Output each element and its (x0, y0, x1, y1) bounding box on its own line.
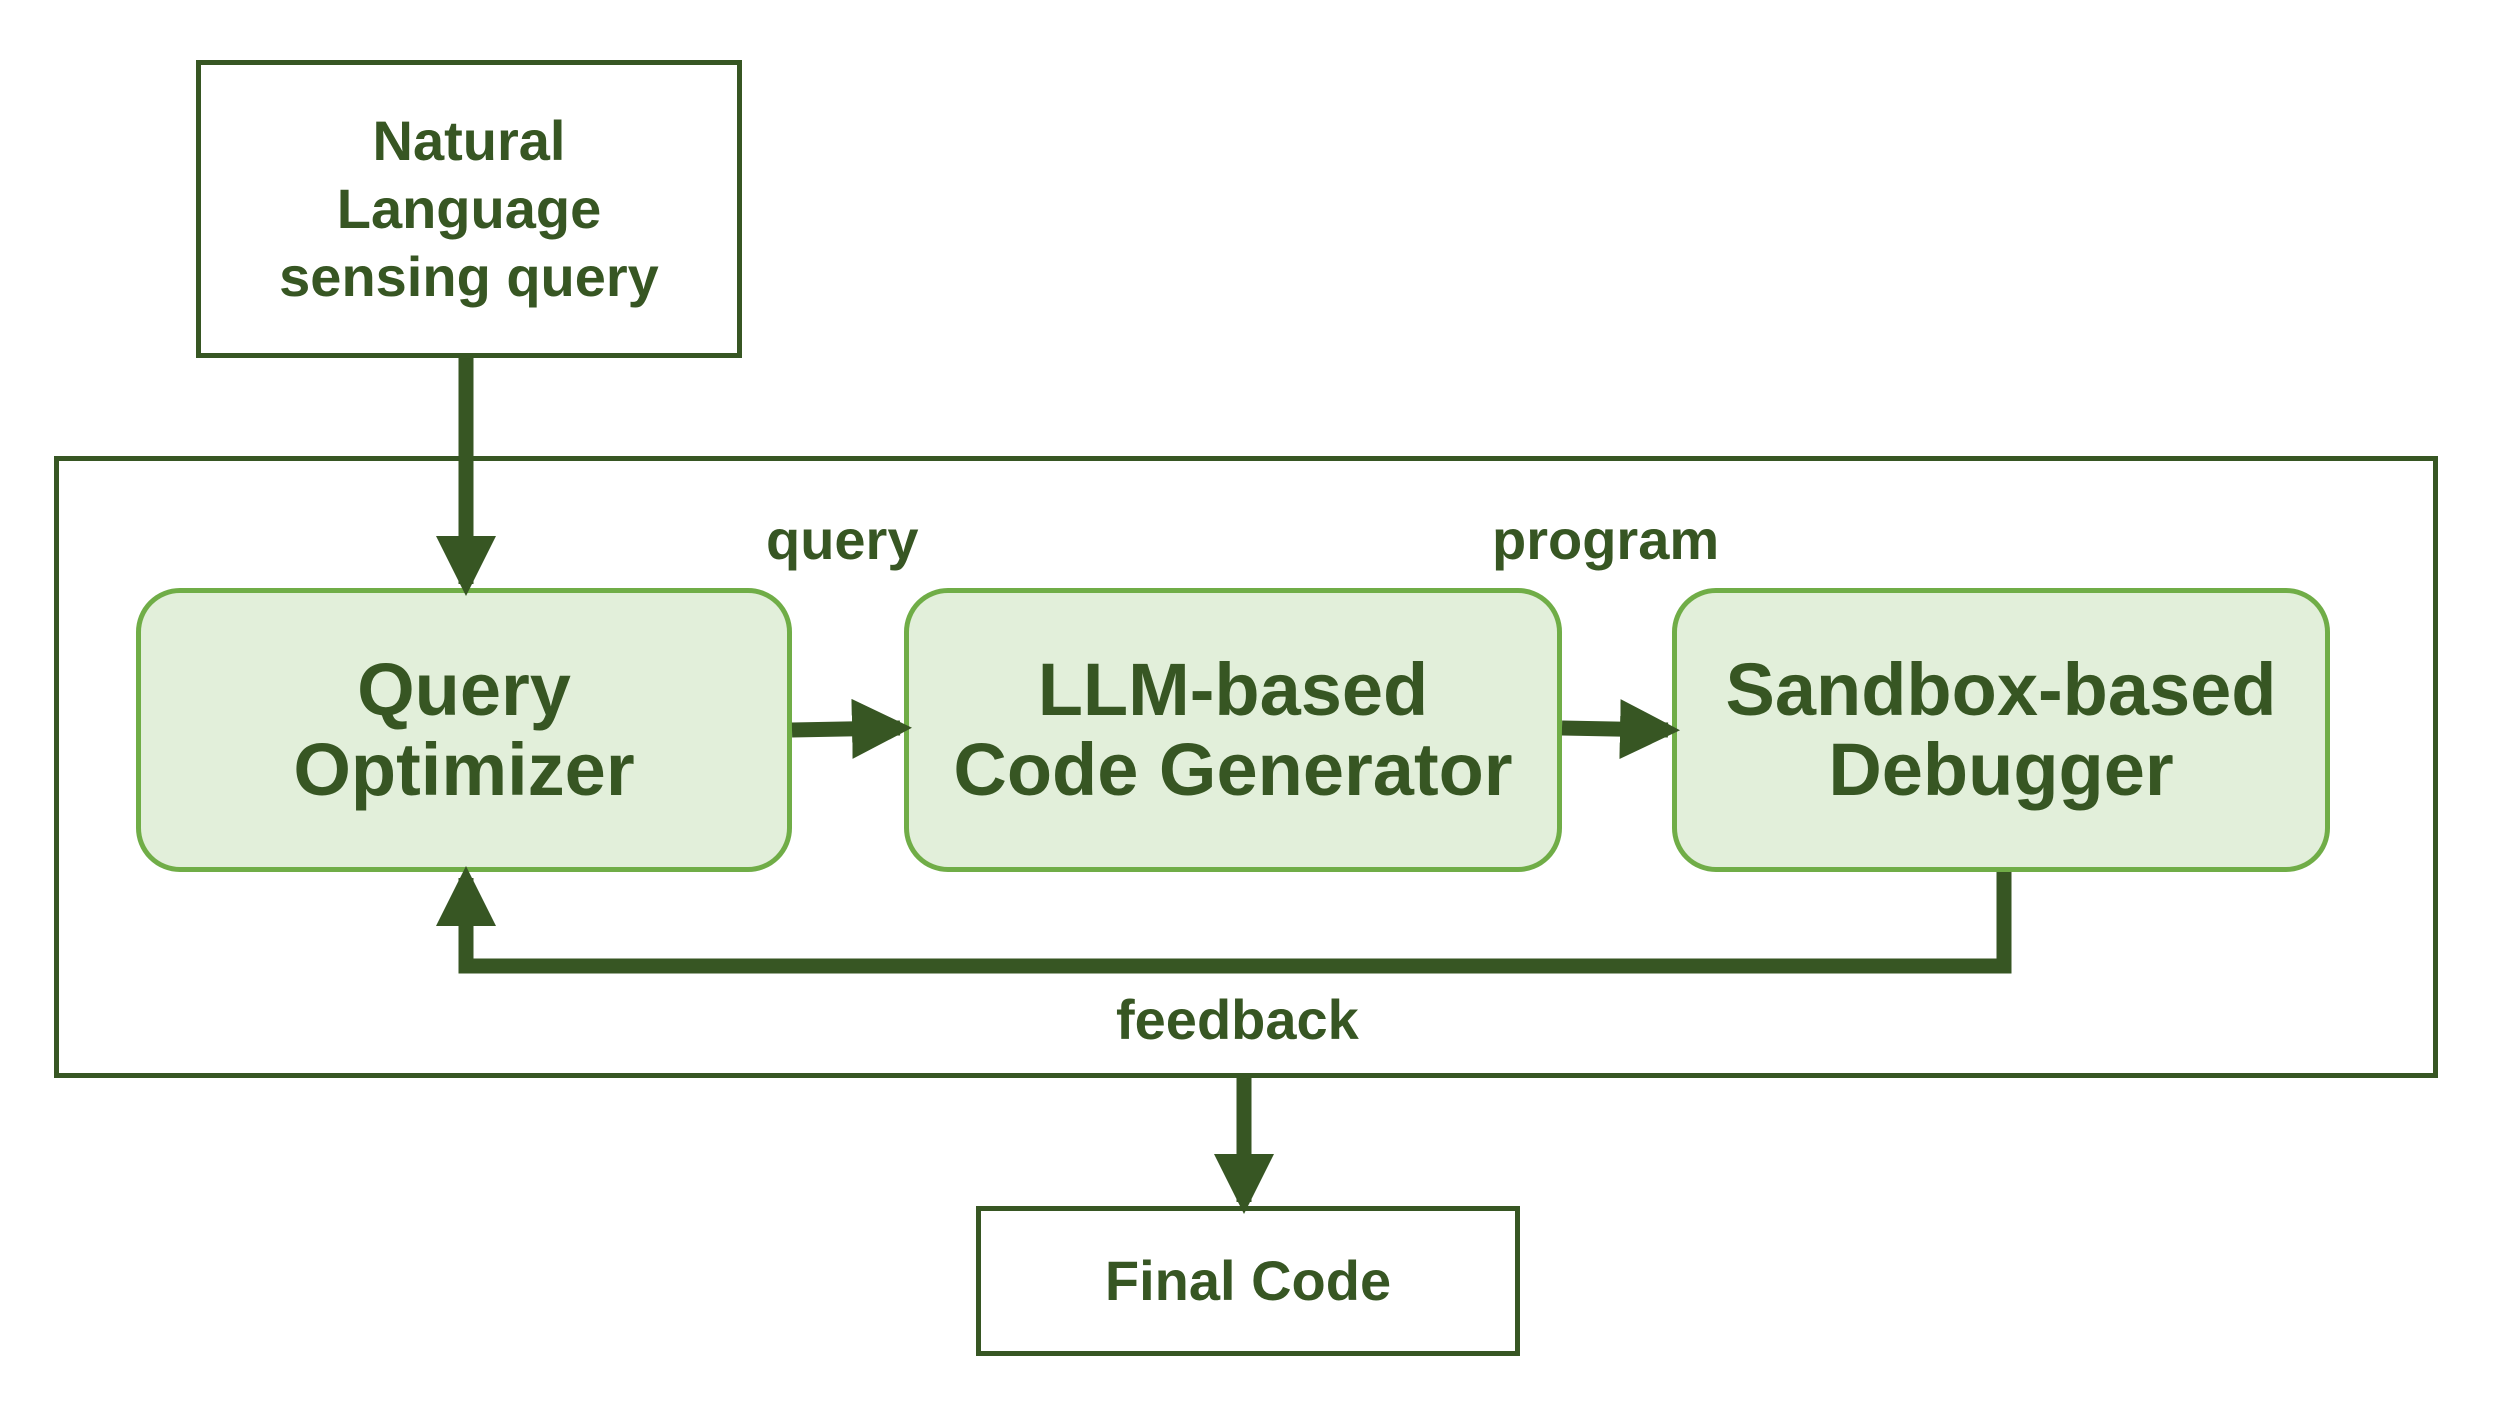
input-line-1: Natural (372, 109, 566, 172)
arrow-optimizer-to-generator (791, 698, 912, 759)
edge-label-query: query (766, 508, 919, 571)
final-code-label: Final Code (1104, 1249, 1392, 1312)
input-line-3: sensing query (279, 245, 659, 308)
query-optimizer-line-1: Query (357, 648, 571, 731)
code-generator-node: LLM-based Code Generator (904, 588, 1562, 872)
system-frame (54, 456, 2438, 1078)
debugger-line-2: Debugger (1828, 728, 2174, 811)
natural-language-query-box: Natural Language sensing query (196, 60, 742, 358)
debugger-node: Sandbox-based Debugger (1672, 588, 2330, 872)
final-code-box: Final Code (976, 1206, 1520, 1356)
edge-label-program: program (1492, 508, 1720, 571)
query-optimizer-node: Query Optimizer (136, 588, 792, 872)
edge-label-feedback: feedback (1116, 988, 1359, 1051)
arrow-generator-to-debugger (1561, 699, 1680, 760)
query-optimizer-line-2: Optimizer (293, 728, 635, 811)
code-generator-line-1: LLM-based (1037, 648, 1429, 731)
input-line-2: Language (336, 177, 602, 240)
code-generator-line-2: Code Generator (953, 728, 1513, 811)
debugger-line-1: Sandbox-based (1725, 648, 2277, 731)
arrow-feedback-loop (436, 866, 2012, 974)
